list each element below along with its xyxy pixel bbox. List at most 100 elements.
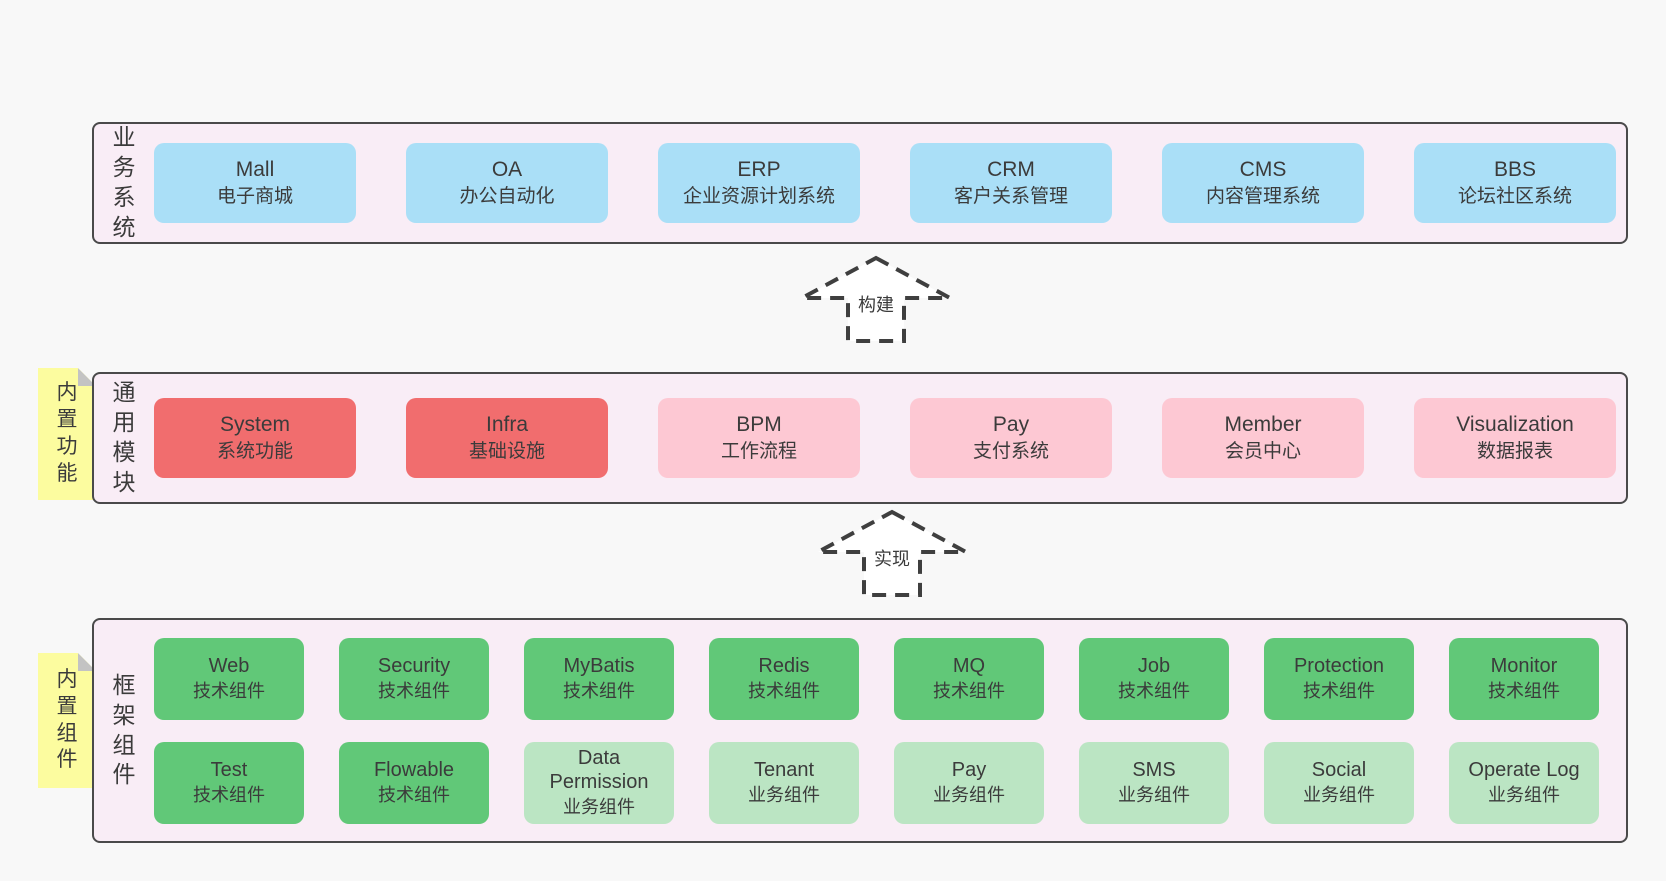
box-subtitle: 技术组件 (933, 681, 1005, 702)
box-erp: ERP 企业资源计划系统 (658, 143, 860, 223)
box-flowable: Flowable 技术组件 (339, 741, 489, 824)
box-title: Infra (485, 412, 529, 436)
box-subtitle: 技术组件 (193, 785, 265, 806)
box-title: Mall (235, 157, 275, 181)
box-job: Job 技术组件 (1079, 637, 1229, 720)
box-protection: Protection 技术组件 (1264, 637, 1414, 720)
box-subtitle: 业务组件 (1303, 785, 1375, 806)
box-title: Operate Log (1468, 758, 1580, 781)
business-systems-panel: 业务系统 Mall 电子商城 OA 办公自动化 ERP 企业资源计划系统 CRM… (92, 122, 1628, 244)
box-mall: Mall 电子商城 (154, 143, 356, 223)
box-cms: CMS 内容管理系统 (1162, 143, 1364, 223)
box-tenant: Tenant 业务组件 (709, 741, 859, 824)
framework-components-panel: 框架组件 Web 技术组件 Security 技术组件 MyBatis 技术组件… (92, 618, 1628, 843)
box-title: System (219, 412, 290, 436)
box-infra: Infra 基础设施 (406, 398, 608, 478)
component-row-1: Web 技术组件 Security 技术组件 MyBatis 技术组件 Redi… (154, 637, 1626, 720)
box-subtitle: 技术组件 (378, 785, 450, 806)
box-subtitle: 会员中心 (1224, 441, 1301, 463)
box-visualization: Visualization 数据报表 (1414, 398, 1616, 478)
box-subtitle: 业务组件 (563, 797, 635, 818)
box-bbs: BBS 论坛社区系统 (1414, 143, 1616, 223)
box-subtitle: 技术组件 (1118, 681, 1190, 702)
box-title: Job (1137, 654, 1171, 677)
box-subtitle: 技术组件 (748, 681, 820, 702)
box-title: CRM (987, 157, 1035, 181)
box-title: Member (1224, 412, 1302, 436)
section-label-modules: 通用模块 (94, 374, 154, 502)
box-title: MyBatis (563, 654, 635, 677)
sticky-note-builtin-components: 内置组件 (38, 653, 96, 788)
box-subtitle: 支付系统 (972, 441, 1049, 463)
box-subtitle: 客户关系管理 (953, 186, 1068, 208)
sticky-label: 内置功能 (56, 381, 78, 485)
module-boxes: System 系统功能 Infra 基础设施 BPM 工作流程 Pay 支付系统… (154, 374, 1626, 502)
box-mq: MQ 技术组件 (894, 637, 1044, 720)
box-subtitle: 电子商城 (216, 186, 293, 208)
box-oa: OA 办公自动化 (406, 143, 608, 223)
box-title: Flowable (373, 758, 455, 781)
box-subtitle: 技术组件 (1303, 681, 1375, 702)
box-title: Test (210, 758, 248, 781)
box-pay-component: Pay 业务组件 (894, 741, 1044, 824)
sticky-label: 内置组件 (56, 667, 78, 772)
box-web: Web 技术组件 (154, 637, 304, 720)
box-pay-module: Pay 支付系统 (910, 398, 1112, 478)
section-label-components: 框架组件 (94, 620, 154, 841)
box-title: Social (1311, 758, 1367, 781)
box-subtitle: 基础设施 (468, 441, 545, 463)
section-label-text: 通用模块 (112, 379, 136, 495)
box-test: Test 技术组件 (154, 741, 304, 824)
box-subtitle: 技术组件 (193, 681, 265, 702)
box-redis: Redis 技术组件 (709, 637, 859, 720)
box-mybatis: MyBatis 技术组件 (524, 637, 674, 720)
box-subtitle: 业务组件 (933, 785, 1005, 806)
box-subtitle: 业务组件 (748, 785, 820, 806)
box-crm: CRM 客户关系管理 (910, 143, 1112, 223)
section-label-text: 业务系统 (112, 124, 136, 240)
build-arrow-label: 构建 (855, 290, 897, 317)
box-title: Tenant (753, 758, 815, 781)
box-subtitle: 技术组件 (378, 681, 450, 702)
box-subtitle: 办公自动化 (459, 186, 555, 208)
box-title: Monitor (1490, 654, 1558, 677)
box-title: Redis (758, 654, 810, 677)
box-security: Security 技术组件 (339, 637, 489, 720)
box-subtitle: 技术组件 (1488, 681, 1560, 702)
box-subtitle: 内容管理系统 (1205, 186, 1320, 208)
box-title: MQ (952, 654, 986, 677)
box-title: OA (491, 157, 523, 181)
box-title: Security (377, 654, 451, 677)
box-title: Web (208, 654, 250, 677)
box-subtitle: 系统功能 (216, 441, 293, 463)
box-subtitle: 业务组件 (1118, 785, 1190, 806)
box-member: Member 会员中心 (1162, 398, 1364, 478)
section-label-text: 框架组件 (112, 671, 136, 788)
box-data-permission: Data Permission 业务组件 (524, 741, 674, 824)
box-sms: SMS 业务组件 (1079, 741, 1229, 824)
common-modules-panel: 通用模块 System 系统功能 Infra 基础设施 BPM 工作流程 Pay… (92, 372, 1628, 504)
box-title: SMS (1132, 758, 1176, 781)
box-title: BBS (1493, 157, 1537, 181)
box-bpm: BPM 工作流程 (658, 398, 860, 478)
component-row-2: Test 技术组件 Flowable 技术组件 Data Permission … (154, 741, 1626, 824)
box-operate-log: Operate Log 业务组件 (1449, 741, 1599, 824)
box-title: Protection (1293, 654, 1385, 677)
box-subtitle: 论坛社区系统 (1457, 186, 1572, 208)
section-label-business: 业务系统 (94, 124, 154, 242)
box-title: ERP (737, 157, 781, 181)
build-arrow: 构建 (794, 254, 958, 344)
box-subtitle: 企业资源计划系统 (682, 186, 835, 208)
box-monitor: Monitor 技术组件 (1449, 637, 1599, 720)
box-subtitle: 数据报表 (1476, 441, 1553, 463)
box-subtitle: 技术组件 (563, 681, 635, 702)
box-subtitle: 业务组件 (1488, 785, 1560, 806)
box-title: Visualization (1456, 412, 1574, 436)
implement-arrow: 实现 (810, 508, 974, 598)
implement-arrow-label: 实现 (871, 544, 913, 571)
box-system: System 系统功能 (154, 398, 356, 478)
box-social: Social 业务组件 (1264, 741, 1414, 824)
sticky-note-builtin-features: 内置功能 (38, 368, 96, 500)
business-boxes: Mall 电子商城 OA 办公自动化 ERP 企业资源计划系统 CRM 客户关系… (154, 124, 1626, 242)
